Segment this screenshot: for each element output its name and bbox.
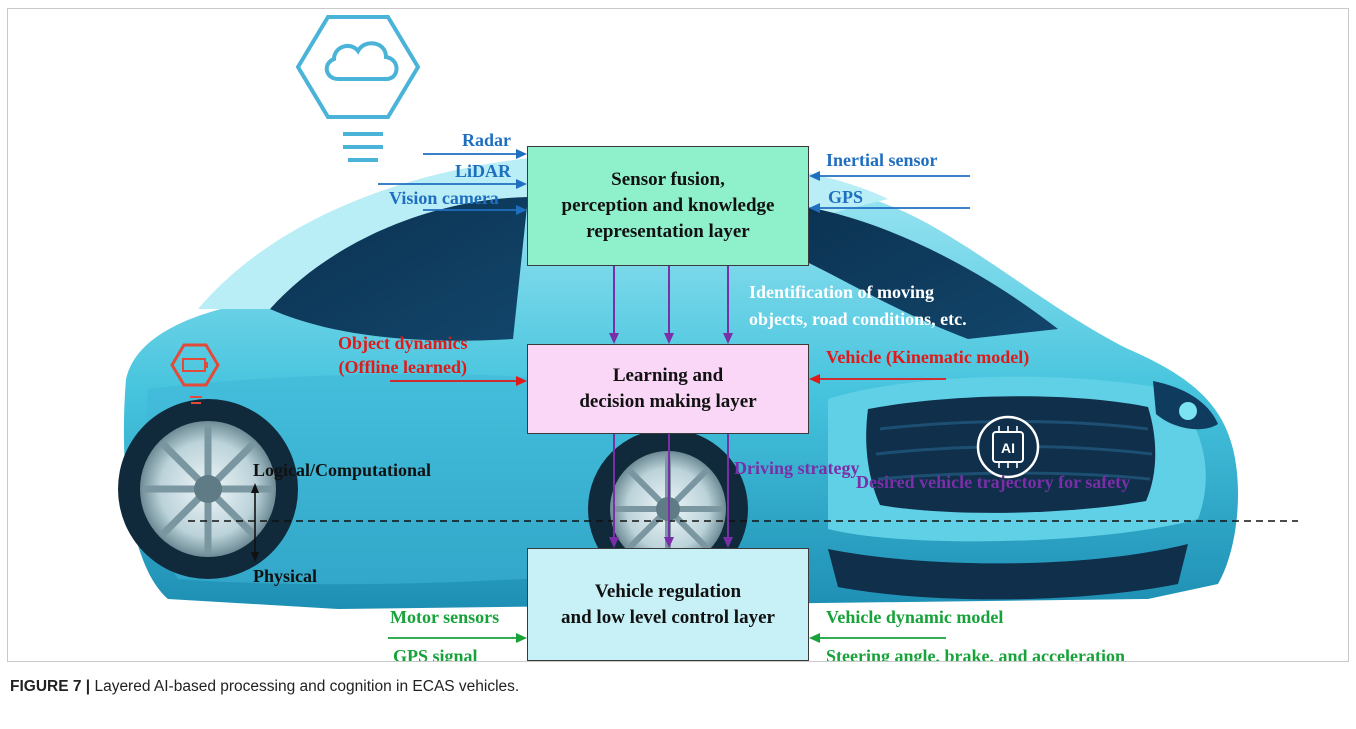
gps-label: GPS xyxy=(828,187,864,207)
cloud-hexagon-icon xyxy=(295,15,421,162)
sensor-fusion-layer-box: Sensor fusion, perception and knowledge … xyxy=(527,146,809,266)
top-left-input-arrows xyxy=(378,153,518,211)
physical-label: Physical xyxy=(253,566,318,586)
side-window xyxy=(270,197,528,341)
figure-frame: AI xyxy=(7,8,1349,662)
gps-signal-label: GPS signal xyxy=(393,646,478,662)
figure-caption: FIGURE 7 | Layered AI-based processing a… xyxy=(10,678,519,696)
top-right-input-arrows xyxy=(818,175,970,209)
vehicle-dynamic-model-label: Vehicle dynamic model xyxy=(826,607,1004,627)
windshield xyxy=(778,204,1058,339)
ai-badge-text: AI xyxy=(1001,440,1015,456)
ai-chip-icon: AI xyxy=(976,415,1040,479)
purple-flow-arrows xyxy=(613,266,729,539)
lower-intake xyxy=(828,544,1188,600)
inertial-sensor-label: Inertial sensor xyxy=(826,150,938,170)
battery-hexagon-icon xyxy=(170,343,220,404)
desired-trajectory-label: Desired vehicle trajectory for safety xyxy=(856,472,1131,492)
lidar-label: LiDAR xyxy=(455,161,512,181)
vehicle-kinematic-label: Vehicle (Kinematic model) xyxy=(826,347,1030,367)
learning-decision-layer-box: Learning and decision making layer xyxy=(527,344,809,434)
identification-label: Identification of moving objects, road c… xyxy=(749,282,967,329)
object-dynamics-label: Object dynamics (Offline learned) xyxy=(338,333,468,377)
radar-label: Radar xyxy=(462,130,511,150)
caption-text: Layered AI-based processing and cognitio… xyxy=(90,678,520,695)
rear-wheel xyxy=(118,399,298,579)
steering-brake-acceleration-label: Steering angle, brake, and acceleration xyxy=(826,646,1125,662)
caption-label: FIGURE 7 | xyxy=(10,678,91,695)
red-input-arrows xyxy=(390,378,946,382)
driving-strategy-label: Driving strategy xyxy=(734,458,860,478)
vision-camera-label: Vision camera xyxy=(389,188,499,208)
car-illustration: AI xyxy=(118,15,1298,643)
vehicle-regulation-layer-box: Vehicle regulation and low level control… xyxy=(527,548,809,661)
logical-computational-label: Logical/Computational xyxy=(253,460,432,480)
motor-sensors-label: Motor sensors xyxy=(390,607,500,627)
